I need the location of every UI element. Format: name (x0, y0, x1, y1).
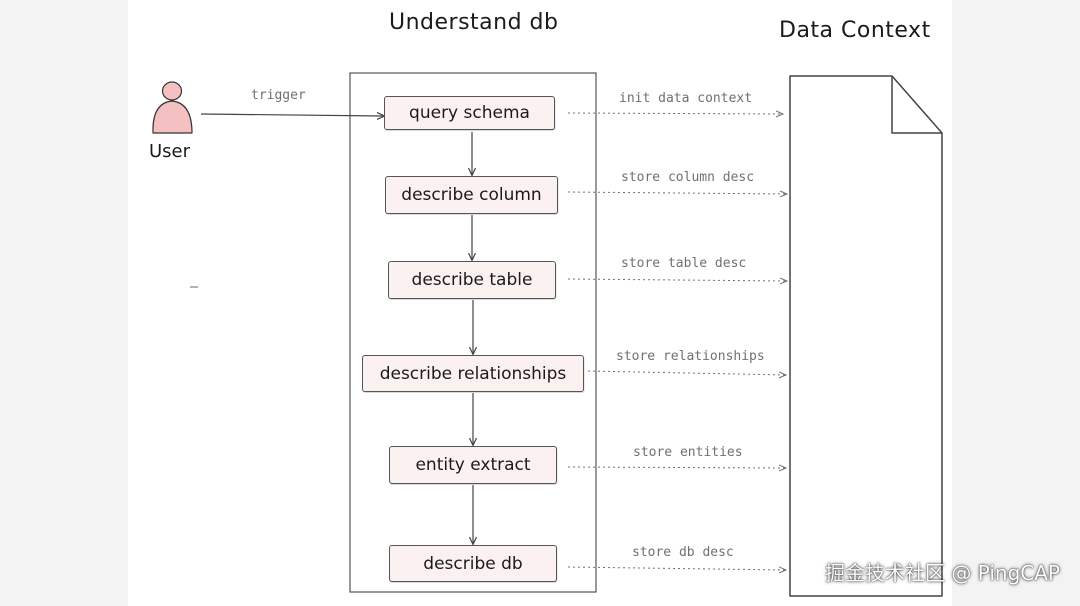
step-entity-extract: entity extract (389, 446, 557, 484)
step-describe-relationships: describe relationships (362, 355, 584, 392)
trigger-arrow (200, 114, 384, 116)
step-describe-table: describe table (388, 261, 556, 299)
store-arrow-3 (567, 279, 787, 281)
user-label: User (149, 141, 191, 162)
data-context-title: Data Context (779, 18, 931, 43)
step-query-schema: query schema (384, 96, 555, 130)
store-arrow-4 (587, 370, 786, 375)
store-label-init-data-context: init data context (619, 91, 753, 106)
document-fold (891, 76, 942, 134)
store-label-entities: store entities (633, 445, 743, 460)
step-describe-db: describe db (389, 545, 557, 582)
store-arrow-6 (567, 567, 786, 570)
step-describe-column: describe column (385, 176, 558, 214)
store-arrow-2 (567, 192, 787, 194)
user-icon (152, 81, 193, 134)
watermark: 掘金技术社区 @ PingCAP (825, 561, 1060, 585)
understand-db-container (349, 72, 597, 593)
store-label-db-desc: store db desc (632, 545, 734, 560)
store-arrow-5 (567, 467, 786, 468)
store-label-column-desc: store column desc (621, 170, 755, 185)
store-arrow-1 (567, 113, 783, 114)
understand-db-title: Understand db (389, 10, 559, 35)
data-context-document (789, 75, 943, 597)
store-label-table-desc: store table desc (621, 256, 747, 271)
store-label-relationships: store relationships (616, 349, 765, 364)
trigger-label: trigger (251, 88, 306, 103)
